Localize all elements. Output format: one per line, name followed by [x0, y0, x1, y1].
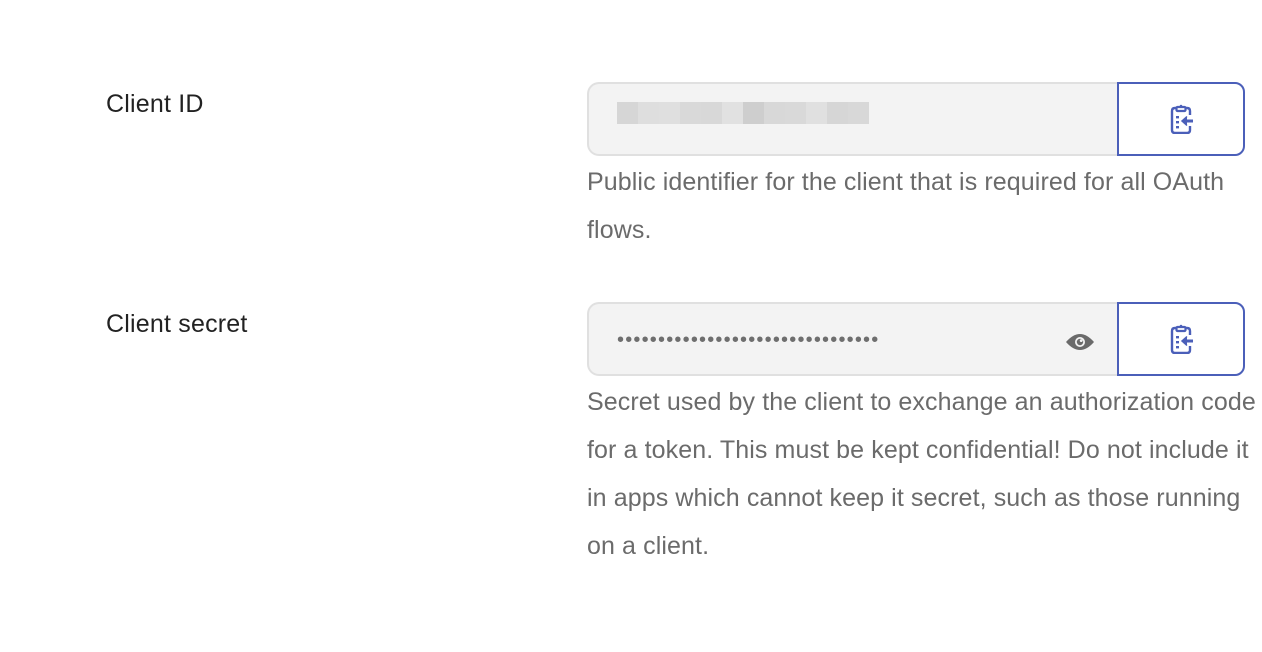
- eye-icon[interactable]: [1065, 332, 1095, 352]
- obscured-block: [764, 102, 785, 124]
- client-id-help-text: Public identifier for the client that is…: [587, 168, 1225, 244]
- client-id-copy-button[interactable]: [1117, 82, 1245, 156]
- obscured-block: [848, 102, 869, 124]
- obscured-block: [827, 102, 848, 124]
- client-secret-help-text: Secret used by the client to exchange an…: [587, 388, 1256, 560]
- clipboard-paste-icon: [1170, 104, 1193, 134]
- obscured-block: [638, 102, 659, 124]
- obscured-block: [659, 102, 680, 124]
- client-id-label: Client ID: [106, 90, 204, 118]
- obscured-block: [785, 102, 806, 124]
- obscured-block: [701, 102, 722, 124]
- client-secret-input[interactable]: ••••••••••••••••••••••••••••••••: [587, 302, 1117, 376]
- client-id-input[interactable]: [587, 82, 1117, 156]
- client-secret-copy-button[interactable]: [1117, 302, 1245, 376]
- client-secret-masked-value: ••••••••••••••••••••••••••••••••: [617, 328, 880, 351]
- client-id-value-obscured: [617, 102, 869, 124]
- obscured-block: [743, 102, 764, 124]
- client-secret-label: Client secret: [106, 310, 248, 338]
- obscured-block: [806, 102, 827, 124]
- clipboard-paste-icon: [1170, 324, 1193, 354]
- client-secret-field-group: ••••••••••••••••••••••••••••••••: [587, 302, 1245, 376]
- obscured-block: [722, 102, 743, 124]
- obscured-block: [617, 102, 638, 124]
- client-id-field-group: [587, 82, 1245, 156]
- obscured-block: [680, 102, 701, 124]
